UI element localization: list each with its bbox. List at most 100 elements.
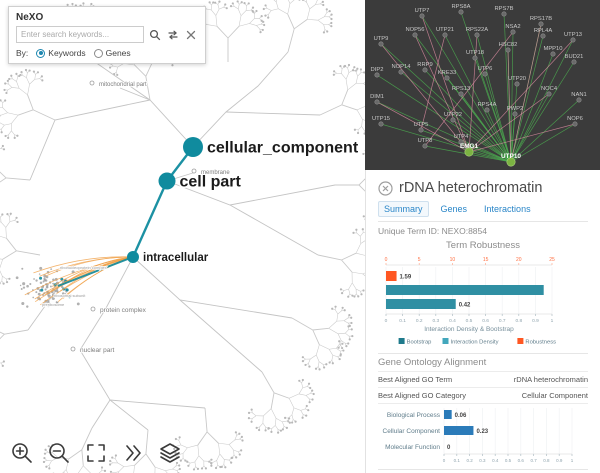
gene-node[interactable]: RPS17B — [530, 16, 552, 27]
gene-node[interactable]: UTP5 — [414, 122, 429, 133]
zoom-in-icon — [12, 443, 32, 463]
svg-text:UTP10: UTP10 — [501, 153, 521, 160]
search-icon[interactable] — [148, 28, 162, 42]
svg-text:UTP9: UTP9 — [374, 36, 389, 42]
gene-node[interactable]: UTP9 — [374, 36, 389, 47]
svg-text:0.5: 0.5 — [505, 458, 512, 463]
svg-text:RPS4A: RPS4A — [477, 102, 496, 108]
gene-node[interactable]: DIP2 — [371, 67, 384, 78]
svg-text:BUD21: BUD21 — [565, 54, 584, 60]
expand-tree-button[interactable] — [121, 441, 145, 465]
gene-node[interactable]: UTP13 — [564, 32, 582, 43]
gene-node[interactable]: RPS8A — [451, 4, 471, 15]
search-input[interactable] — [16, 26, 144, 43]
gene-node[interactable]: UTP15 — [372, 116, 390, 127]
zoom-out-icon — [49, 443, 69, 463]
gene-node[interactable]: UTP7 — [415, 8, 430, 19]
go-row-value: Cellular Component — [521, 391, 588, 400]
gene-node[interactable]: RPS4A — [477, 102, 497, 113]
svg-text:RPS8A: RPS8A — [451, 4, 470, 10]
tab-interactions[interactable]: Interactions — [484, 204, 531, 214]
svg-text:1: 1 — [551, 318, 554, 324]
search-by-keywords-radio[interactable]: Keywords — [36, 48, 86, 58]
gene-node[interactable]: EMG1 — [460, 143, 479, 157]
close-details-icon[interactable] — [378, 180, 393, 196]
zoom-in-button[interactable] — [10, 441, 34, 465]
interaction-network-panel[interactable]: UTP7 RPS8A RPS7B RPS17B UTP9 NOP56 UTP21 RPS22A… — [365, 0, 600, 170]
gene-node[interactable]: NOC4 — [541, 86, 558, 97]
svg-text:0.1: 0.1 — [399, 318, 406, 324]
svg-text:0.6: 0.6 — [482, 318, 489, 324]
svg-text:cellular_component: cellular_component — [207, 140, 359, 157]
svg-text:RPS17B: RPS17B — [530, 16, 552, 22]
gene-node[interactable]: UTP4 — [454, 134, 470, 145]
svg-text:0.06: 0.06 — [455, 413, 467, 419]
network-canvas[interactable]: UTP7 RPS8A RPS7B RPS17B UTP9 NOP56 UTP21 RPS22A… — [365, 0, 600, 170]
gene-node[interactable]: RPS7B — [494, 6, 514, 17]
section-go-alignment: Gene Ontology Alignment — [378, 357, 487, 368]
gene-node[interactable]: RRP9 — [417, 62, 433, 73]
gene-node[interactable]: NOP14 — [391, 64, 411, 75]
tab-summary[interactable]: Summary — [378, 201, 429, 217]
search-by-genes-radio[interactable]: Genes — [93, 48, 131, 58]
svg-text:1: 1 — [571, 458, 574, 463]
bar-biological-process — [444, 410, 452, 419]
radio-dot[interactable] — [36, 48, 46, 58]
gene-node[interactable]: HSC82 — [499, 42, 518, 53]
gene-node[interactable]: DIM1 — [370, 94, 384, 105]
gene-node[interactable]: BUD21 — [565, 54, 584, 65]
svg-text:0.6: 0.6 — [518, 458, 525, 463]
layers-button[interactable] — [158, 441, 182, 465]
legend-swatch — [517, 338, 524, 344]
svg-text:UTP6: UTP6 — [478, 66, 493, 72]
gene-node[interactable]: NOP56 — [405, 27, 425, 38]
svg-text:20: 20 — [516, 257, 522, 263]
svg-text:NAN1: NAN1 — [571, 92, 586, 98]
refresh-icon[interactable] — [166, 28, 180, 42]
svg-text:KRE33: KRE33 — [438, 70, 456, 76]
radio-dot[interactable] — [93, 48, 103, 58]
svg-text:UTP5: UTP5 — [414, 122, 429, 128]
svg-text:5: 5 — [418, 257, 421, 263]
gene-node[interactable]: RPS13 — [452, 86, 470, 97]
gene-node[interactable]: UTP18 — [466, 50, 484, 61]
bar-bootstrap — [386, 285, 544, 295]
svg-text:Molecular Function: Molecular Function — [385, 444, 440, 451]
gene-node[interactable]: KRE33 — [438, 70, 456, 81]
svg-text:intracellular: intracellular — [143, 252, 209, 264]
gene-node[interactable]: NOP6 — [567, 116, 583, 127]
gene-node[interactable]: UTP21 — [436, 27, 454, 38]
gene-node[interactable]: MPP10 — [543, 46, 563, 57]
term-node-cell-part[interactable]: cell part — [158, 172, 243, 192]
gene-node[interactable]: RPL4A — [534, 28, 553, 39]
zoom-out-button[interactable] — [47, 441, 71, 465]
gene-node[interactable]: UTP8 — [418, 138, 433, 149]
svg-text:DIP2: DIP2 — [371, 67, 384, 73]
svg-text:0.8: 0.8 — [543, 458, 550, 463]
svg-text:NOC4: NOC4 — [541, 86, 558, 92]
term-node-intracellular[interactable]: intracellular — [127, 251, 210, 266]
gene-node[interactable]: PWP2 — [507, 106, 523, 117]
gene-node[interactable]: UTP6 — [478, 66, 493, 77]
tab-genes[interactable]: Genes — [440, 204, 468, 214]
gene-node[interactable]: NSA2 — [505, 24, 521, 35]
gene-node[interactable]: UTP20 — [508, 76, 526, 87]
svg-text:membrane: membrane — [201, 170, 230, 176]
fit-to-screen-button[interactable] — [84, 441, 108, 465]
close-search-icon[interactable] — [184, 28, 198, 42]
gene-node[interactable]: RPS22A — [466, 27, 488, 38]
term-node-cellular_component[interactable]: cellular_component — [183, 137, 360, 158]
svg-text:HSC82: HSC82 — [499, 42, 518, 48]
svg-text:0.8: 0.8 — [515, 318, 522, 324]
section-term-robustness: Term Robustness — [446, 240, 520, 251]
divider — [378, 469, 588, 470]
gene-node[interactable]: UTP10 — [501, 153, 521, 167]
gene-node[interactable]: UTP22 — [444, 112, 462, 123]
gene-node[interactable]: NAN1 — [571, 92, 587, 103]
